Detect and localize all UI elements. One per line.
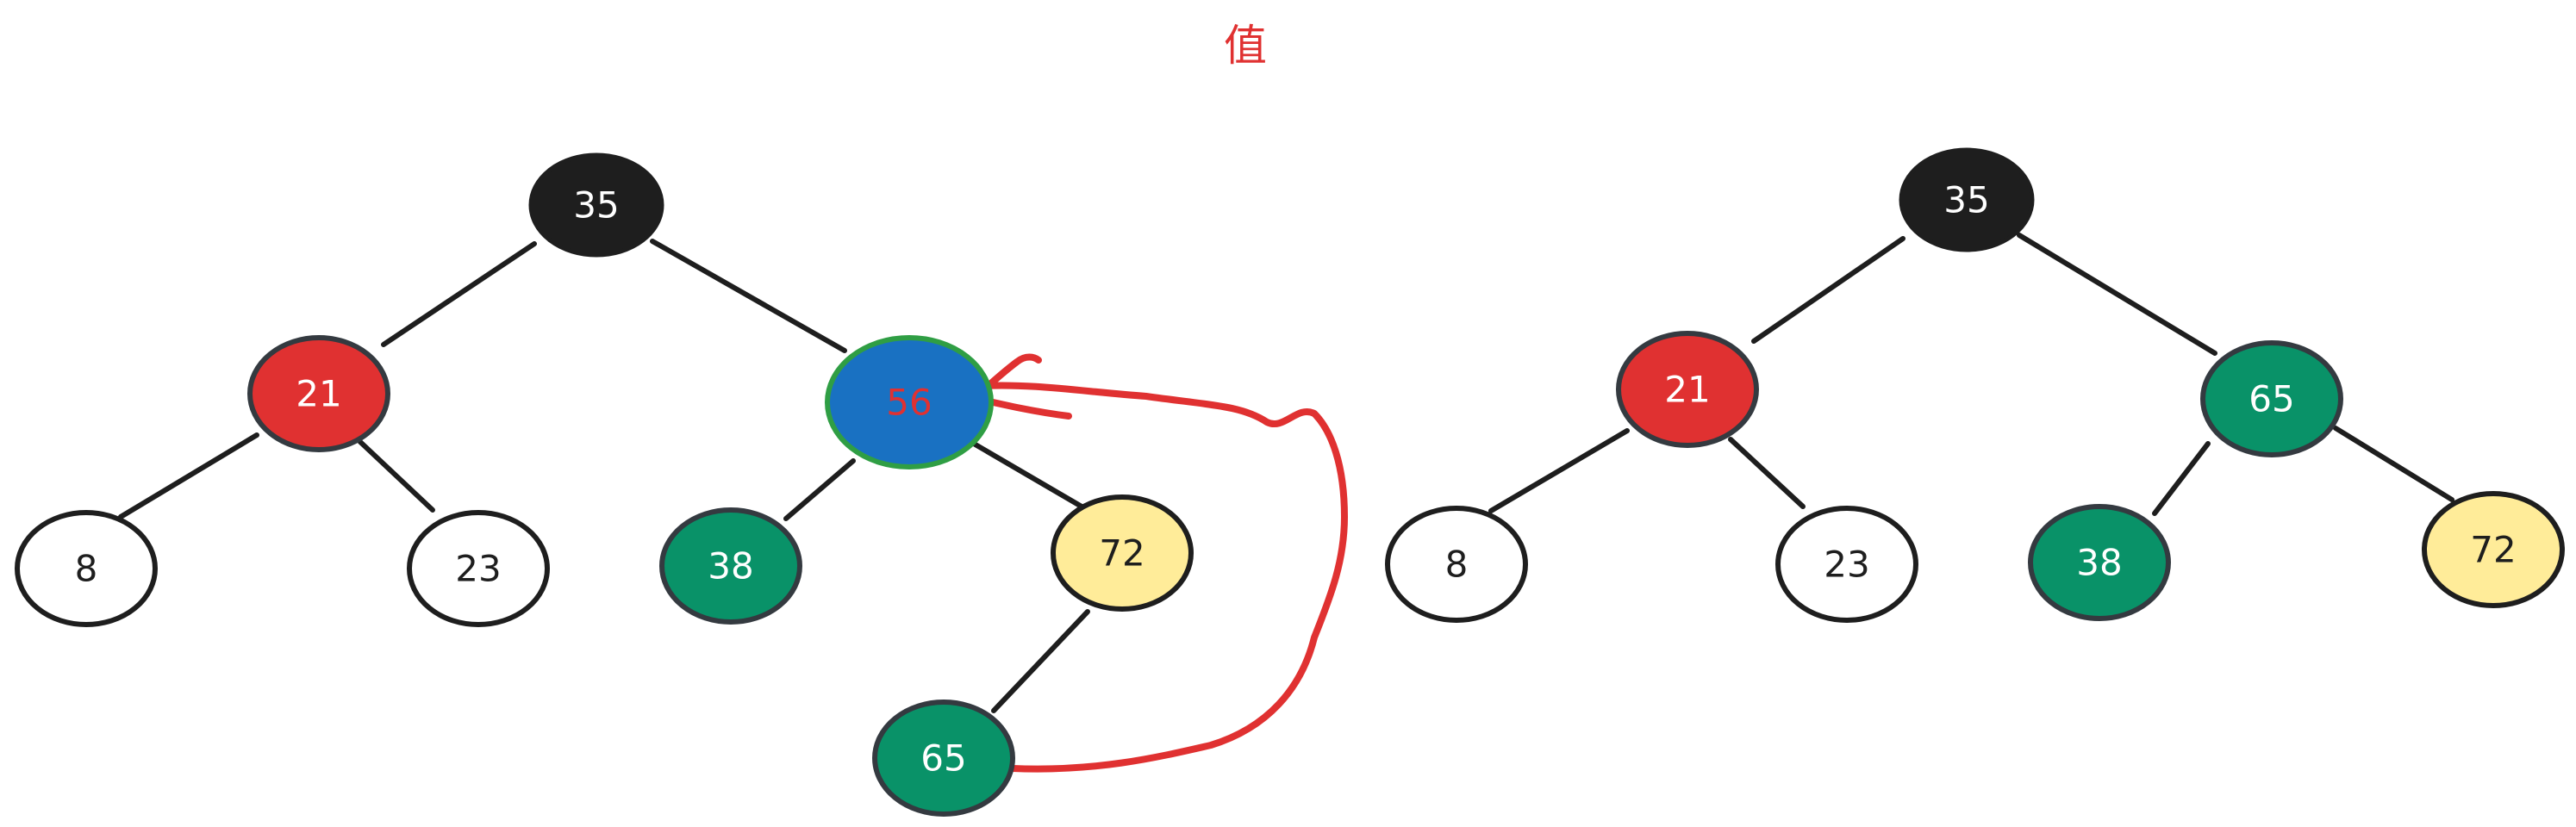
edge-after-21-8	[1488, 428, 1630, 513]
node-after-23-shape	[1775, 506, 1918, 623]
node-after-35-shape	[1899, 147, 2035, 252]
node-before-21-shape	[247, 335, 390, 452]
edge-after-21-23	[1728, 437, 1806, 509]
after-tree	[1488, 233, 2454, 516]
node-before-56-label: 56	[886, 382, 932, 424]
node-after-65-label: 65	[2249, 378, 2294, 420]
edge-35-21	[381, 241, 537, 347]
node-before-35: 35	[528, 152, 664, 258]
node-after-21-label: 21	[1664, 369, 1710, 411]
node-after-72-label: 72	[2470, 529, 2516, 571]
edge-72-65	[991, 609, 1090, 713]
node-before-8-shape	[15, 510, 158, 627]
node-after-65: 65	[2200, 340, 2343, 457]
node-before-72-shape	[1051, 494, 1194, 612]
node-after-38-shape	[2028, 504, 2171, 621]
node-before-23-label: 23	[455, 548, 501, 590]
node-before-65-shape	[872, 700, 1015, 817]
node-after-72-shape	[2422, 491, 2565, 608]
node-before-35-shape	[528, 152, 664, 258]
node-after-23-label: 23	[1824, 544, 1869, 586]
node-after-35: 35	[1899, 147, 2035, 252]
node-after-8-shape	[1385, 506, 1528, 623]
edge-after-65-72	[2333, 426, 2454, 502]
node-before-56: 56	[825, 335, 994, 469]
node-after-23: 23	[1775, 506, 1918, 623]
before-tree	[118, 239, 1090, 713]
node-after-65-shape	[2200, 340, 2343, 457]
node-after-21: 21	[1616, 331, 1759, 448]
node-before-21: 21	[247, 335, 390, 452]
node-after-72: 72	[2422, 491, 2565, 608]
node-before-38-label: 38	[708, 545, 753, 588]
node-after-21-shape	[1616, 331, 1759, 448]
edge-56-38	[783, 458, 856, 521]
node-before-21-label: 21	[296, 373, 341, 415]
node-before-8-label: 8	[75, 548, 98, 590]
node-before-38: 38	[659, 507, 802, 625]
node-before-65-label: 65	[920, 737, 966, 780]
node-before-72-label: 72	[1099, 532, 1145, 575]
node-after-8: 8	[1385, 506, 1528, 623]
node-after-38: 38	[2028, 504, 2171, 621]
edge-21-23	[358, 439, 435, 513]
node-before-38-shape	[659, 507, 802, 625]
edge-after-65-38	[2152, 441, 2211, 516]
node-after-38-label: 38	[2076, 542, 2122, 584]
node-before-23: 23	[407, 510, 550, 627]
swap-arrow-curve	[970, 382, 1348, 773]
node-before-23-shape	[407, 510, 550, 627]
edge-21-8	[118, 432, 259, 519]
edge-35-56	[650, 239, 847, 353]
edge-after-35-65	[2017, 233, 2217, 356]
node-before-8: 8	[15, 510, 158, 627]
node-after-8-label: 8	[1445, 544, 1469, 586]
node-after-35-label: 35	[1943, 179, 1989, 221]
edge-56-72	[971, 441, 1084, 509]
node-before-35-label: 35	[573, 184, 619, 227]
node-before-56-shape	[825, 335, 994, 469]
node-before-72: 72	[1051, 494, 1194, 612]
edge-after-35-21	[1751, 236, 1905, 344]
node-before-65: 65	[872, 700, 1015, 817]
diagram-title: 值	[1224, 21, 1267, 71]
